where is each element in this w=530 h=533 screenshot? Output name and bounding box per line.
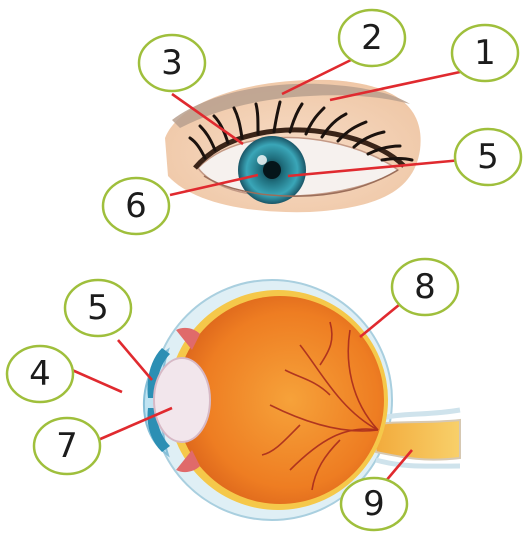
label-3: 3 xyxy=(139,35,205,91)
svg-text:2: 2 xyxy=(361,18,383,58)
svg-text:4: 4 xyxy=(29,354,51,394)
iris-highlight xyxy=(257,155,267,165)
svg-text:7: 7 xyxy=(56,426,78,466)
svg-text:5: 5 xyxy=(87,288,109,328)
svg-text:6: 6 xyxy=(125,186,147,226)
label-8: 8 xyxy=(392,259,458,315)
label-1: 1 xyxy=(452,25,518,81)
eyeball-cross-section xyxy=(144,280,460,520)
label-7: 7 xyxy=(34,418,100,474)
leader-5b xyxy=(118,340,152,380)
label-6: 6 xyxy=(103,178,169,234)
pupil xyxy=(263,161,281,179)
leader-4 xyxy=(72,370,122,392)
svg-text:3: 3 xyxy=(161,43,183,83)
svg-text:5: 5 xyxy=(477,137,499,177)
external-eye-illustration xyxy=(165,80,421,212)
label-5-top: 5 xyxy=(455,129,521,185)
optic-nerve xyxy=(372,420,460,460)
label-9: 9 xyxy=(341,478,407,530)
label-2: 2 xyxy=(339,10,405,66)
lens xyxy=(154,358,210,442)
label-5-bottom: 5 xyxy=(65,280,131,336)
leader-8 xyxy=(360,300,405,337)
svg-text:8: 8 xyxy=(414,267,436,307)
svg-text:9: 9 xyxy=(363,484,385,524)
svg-text:1: 1 xyxy=(474,33,496,73)
label-4: 4 xyxy=(7,346,73,402)
